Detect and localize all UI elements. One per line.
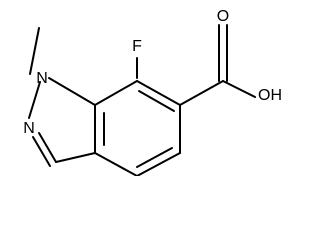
bond-c7-c6 — [136, 80, 181, 106]
bond-n1-n2 — [28, 81, 41, 119]
bond-c6-carboxyl — [179, 80, 224, 106]
bond-n1-methyl — [29, 27, 40, 75]
bond-c5-c4-double — [136, 147, 173, 168]
bond-n1-c7a — [48, 77, 96, 106]
fluorine-label: F — [132, 38, 142, 55]
bond-n2-c3 — [38, 132, 57, 163]
structure-svg: F N N OH O — [23, 8, 282, 176]
n1-label: N — [36, 70, 48, 87]
bond-n2-c3-double — [32, 136, 51, 167]
hydroxyl-label: OH — [258, 87, 282, 104]
bond-carboxyl-oh — [222, 80, 256, 98]
bonds — [28, 24, 256, 176]
bond-c3-c3a — [55, 152, 96, 163]
bond-c7a-c7 — [94, 80, 138, 106]
carbonyl-oxygen-label: O — [217, 8, 229, 25]
bond-c4-c3a — [94, 152, 138, 176]
bond-c5-c4 — [136, 152, 181, 176]
n2-label: N — [23, 120, 35, 137]
atom-labels: F N N OH O — [23, 8, 282, 137]
molecule-diagram: F N N OH O — [23, 8, 282, 176]
bond-c7-c6-double — [138, 90, 175, 112]
